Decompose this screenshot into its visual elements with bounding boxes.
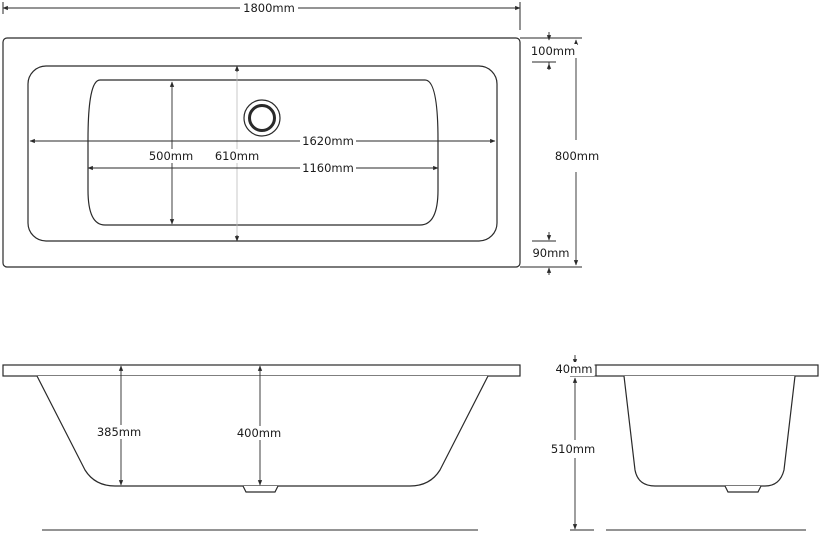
side-waste-icon: [242, 485, 279, 493]
end-waste-icon: [724, 485, 762, 493]
side-rim: [2, 364, 521, 377]
label-floor-width: 500mm: [149, 149, 193, 163]
label-backing: [300, 134, 356, 148]
end-view: 40mm 510mm: [548, 355, 819, 531]
label-backing: [146, 149, 196, 163]
label-waste-offset: 610mm: [215, 149, 259, 163]
label-backing: [548, 442, 598, 456]
label-floor-length: 1160mm: [302, 161, 354, 175]
label-side-rim: 90mm: [532, 246, 569, 260]
waste-outlet-ring-icon: [248, 104, 276, 132]
end-rim: [595, 364, 819, 377]
side-view: 385mm 400mm: [2, 364, 521, 531]
label-backing: [212, 149, 262, 163]
label-depth-end: 385mm: [97, 425, 141, 439]
label-rim-thickness: 40mm: [555, 362, 592, 376]
plan-floor: [87, 79, 439, 226]
label-inner-length: 1620mm: [302, 134, 354, 148]
label-overall-width: 800mm: [555, 149, 599, 163]
label-end-rim: 100mm: [531, 44, 575, 58]
label-backing: [552, 149, 602, 163]
label-backing: [94, 425, 144, 439]
label-backing: [241, 1, 297, 15]
label-backing: [528, 44, 578, 58]
label-total-height: 510mm: [551, 442, 595, 456]
end-body: [623, 375, 796, 487]
label-depth-center: 400mm: [237, 426, 281, 440]
label-backing: [234, 426, 284, 440]
label-backing: [300, 161, 356, 175]
plan-view: 1800mm 1620mm 1160mm 500mm 610mm 800mm 1…: [2, 1, 602, 275]
label-overall-length: 1800mm: [243, 1, 295, 15]
label-backing: [530, 246, 572, 260]
label-backing: [553, 362, 595, 376]
